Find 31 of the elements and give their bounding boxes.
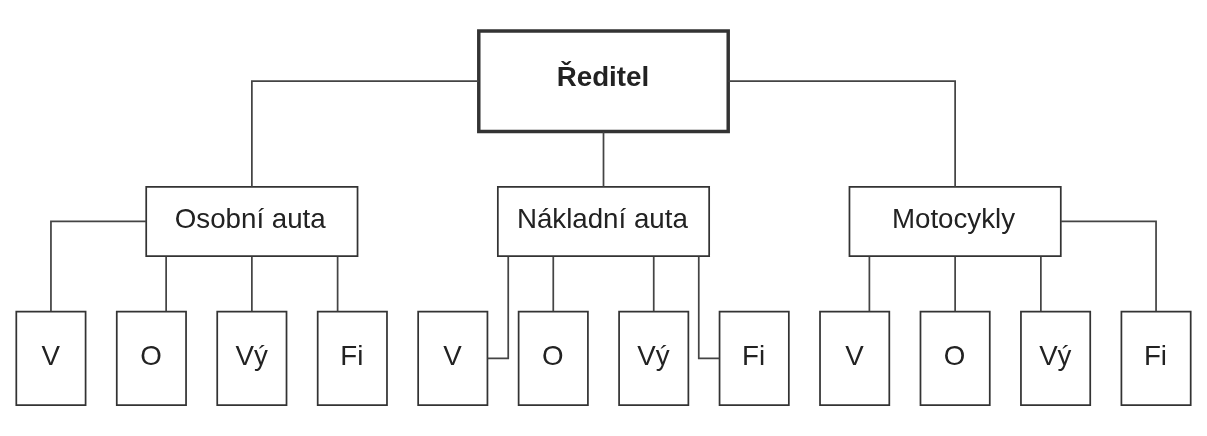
connector (954, 255, 956, 313)
connector (336, 255, 339, 313)
node-box: Motocykly (848, 185, 1062, 257)
connector (602, 130, 605, 188)
node-box: Osobní auta (145, 185, 359, 257)
node-box: Vý (1020, 310, 1092, 406)
node-box: V (819, 310, 891, 406)
connector (1060, 220, 1157, 313)
connector (727, 80, 956, 188)
connector (50, 220, 147, 313)
connector (697, 255, 721, 360)
connector (251, 80, 480, 188)
connector (165, 255, 167, 313)
connector (652, 255, 655, 313)
node-box: Fi (1120, 310, 1192, 406)
node-box: V (417, 310, 489, 406)
connector (552, 255, 555, 313)
connector (486, 255, 510, 360)
connector (251, 255, 253, 313)
node-box: O (115, 310, 187, 406)
node-box: Vý (618, 310, 690, 406)
connector (868, 255, 871, 313)
node-box: Ředitel (477, 29, 730, 134)
connector (1040, 255, 1042, 313)
node-box: Fi (316, 310, 388, 406)
node-box: Fi (718, 310, 790, 406)
node-box: O (919, 310, 991, 406)
node-box: V (15, 310, 87, 406)
node-box: O (517, 310, 589, 406)
node-box: Vý (216, 310, 288, 406)
node-box: Nákladní auta (496, 185, 711, 257)
